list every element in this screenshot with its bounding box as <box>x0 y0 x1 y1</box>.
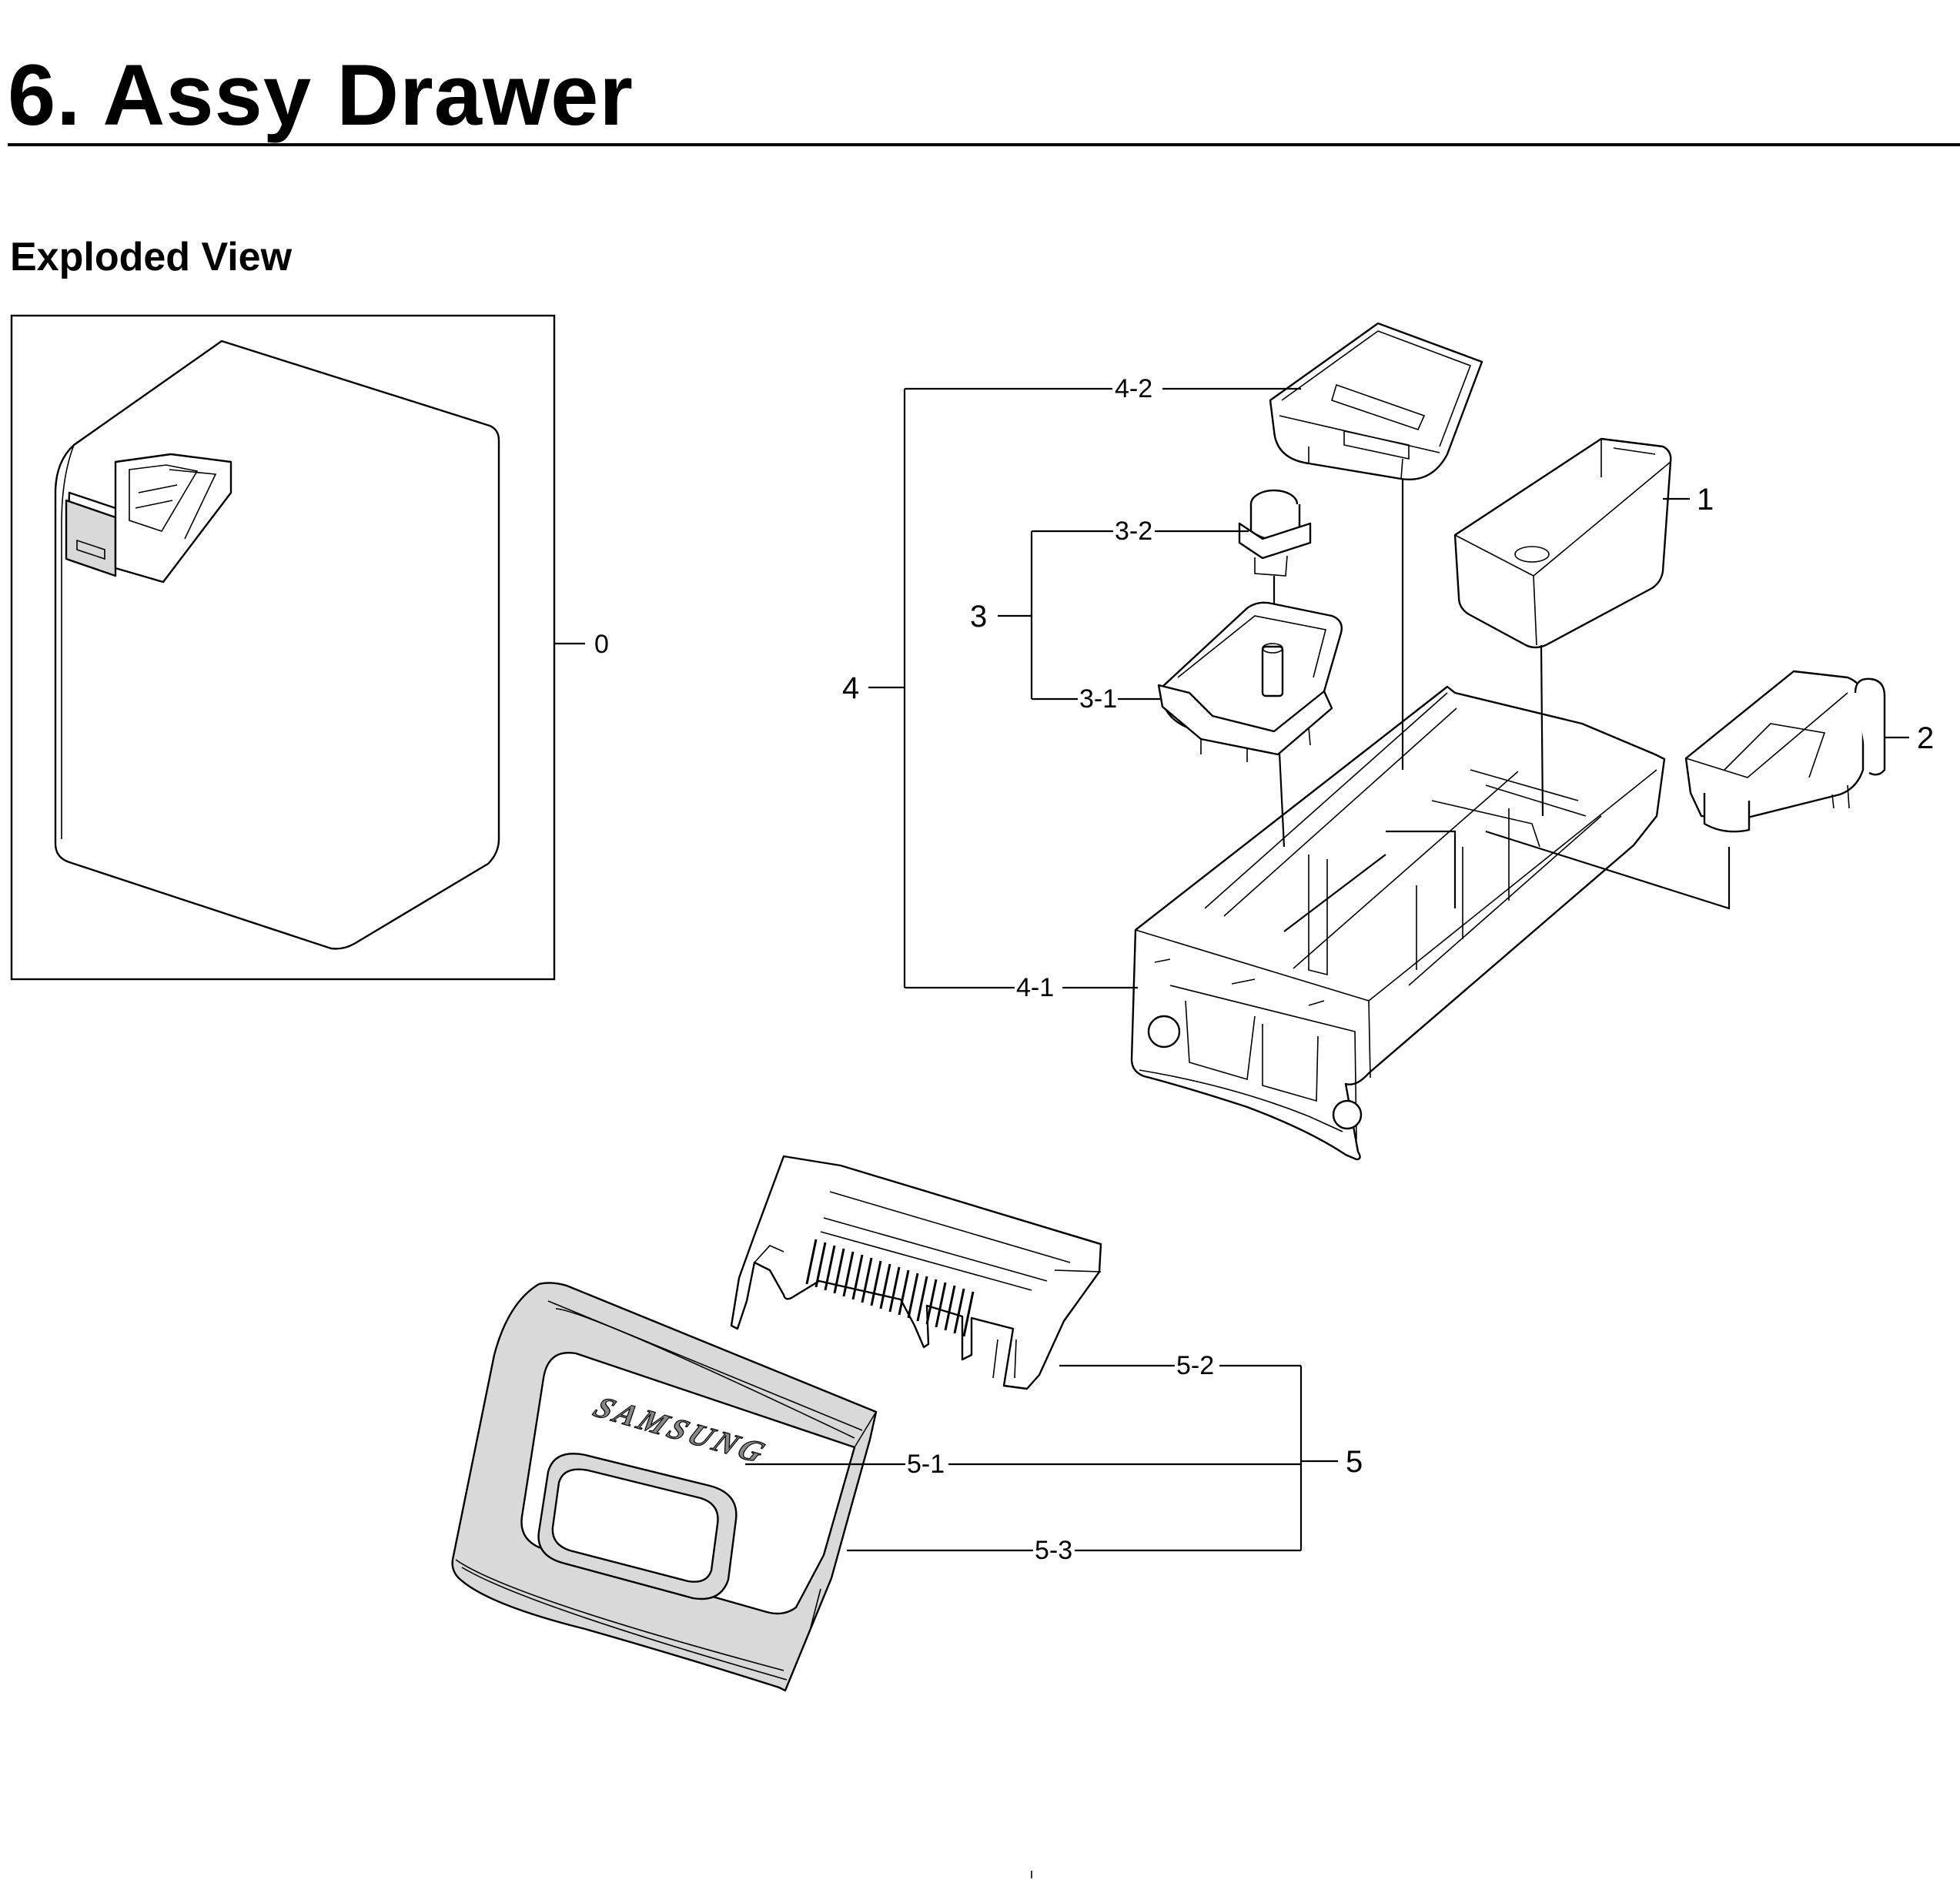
part-5-2-grille <box>805 1239 975 1337</box>
callout-5-3: 5-3 <box>1035 1536 1072 1565</box>
callout-4-1: 4-1 <box>1016 973 1054 1002</box>
callout-3: 3 <box>970 600 987 634</box>
callout-1: 1 <box>1697 483 1714 517</box>
callout-2: 2 <box>1917 721 1934 755</box>
callouts-5: 5-2 5-1 5-3 5 <box>745 1351 1363 1565</box>
inset-frame <box>10 314 556 981</box>
callouts-3-4: 4-2 4-1 4 3-2 3-1 3 <box>842 374 1301 1002</box>
assembly-lines <box>1278 479 1731 932</box>
part-2-cup: 2 <box>1684 670 1934 833</box>
callout-5-1: 5-1 <box>907 1450 945 1479</box>
callout-0: 0 <box>594 630 609 659</box>
callout-5-2: 5-2 <box>1176 1351 1214 1380</box>
callout-3-2: 3-2 <box>1115 517 1152 546</box>
callout-4: 4 <box>842 671 859 705</box>
callout-5: 5 <box>1346 1445 1363 1479</box>
callout-4-2: 4-2 <box>1115 374 1152 403</box>
part-3-2-cap <box>1238 489 1312 577</box>
part-1-container: 1 <box>1453 437 1714 649</box>
part-4-2-tray <box>1269 322 1483 480</box>
callout-3-1: 3-1 <box>1079 684 1117 714</box>
part-5-2-frame <box>730 1155 1102 1390</box>
title-rule <box>8 143 1960 146</box>
inset-washer-overview: 0 <box>10 314 609 981</box>
washer-body-outline <box>54 339 500 950</box>
part-5-3-front-panel: SAMSUNG <box>451 1282 878 1692</box>
page-title: 6. Assy Drawer <box>8 47 634 143</box>
part-3-1-cup <box>1157 601 1343 762</box>
part-4-1-housing <box>1130 685 1666 1161</box>
washer-front-edge <box>61 444 75 839</box>
section-heading: Exploded View <box>10 235 293 279</box>
inset-drawer <box>65 453 232 584</box>
